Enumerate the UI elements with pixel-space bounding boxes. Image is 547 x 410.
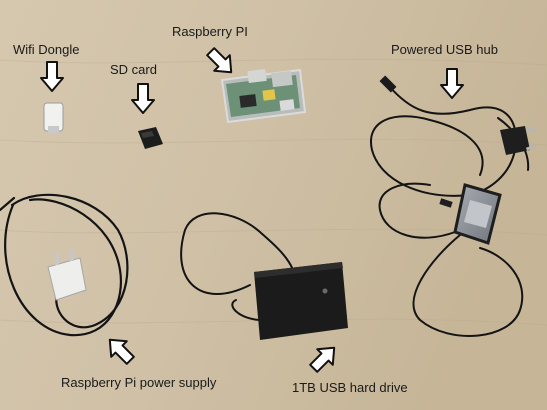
sd-card	[138, 127, 163, 149]
label-hard-drive: 1TB USB hard drive	[292, 380, 408, 395]
power-supply-charger	[47, 249, 87, 301]
usb-plug	[379, 75, 397, 93]
hard-drive	[254, 262, 348, 340]
label-raspberry-pi: Raspberry PI	[172, 24, 248, 39]
raspberry-pi-board	[220, 68, 307, 124]
wifi-dongle	[43, 102, 64, 133]
label-powered-usb-hub: Powered USB hub	[391, 42, 498, 57]
power-supply-cable	[0, 193, 129, 337]
hard-drive-cable	[180, 212, 300, 321]
usb-hub	[439, 183, 502, 245]
label-sd-card: SD card	[110, 62, 157, 77]
label-power-supply: Raspberry Pi power supply	[61, 375, 217, 390]
label-wifi-dongle: Wifi Dongle	[13, 42, 80, 57]
usb-hub-power-plug	[500, 126, 537, 155]
